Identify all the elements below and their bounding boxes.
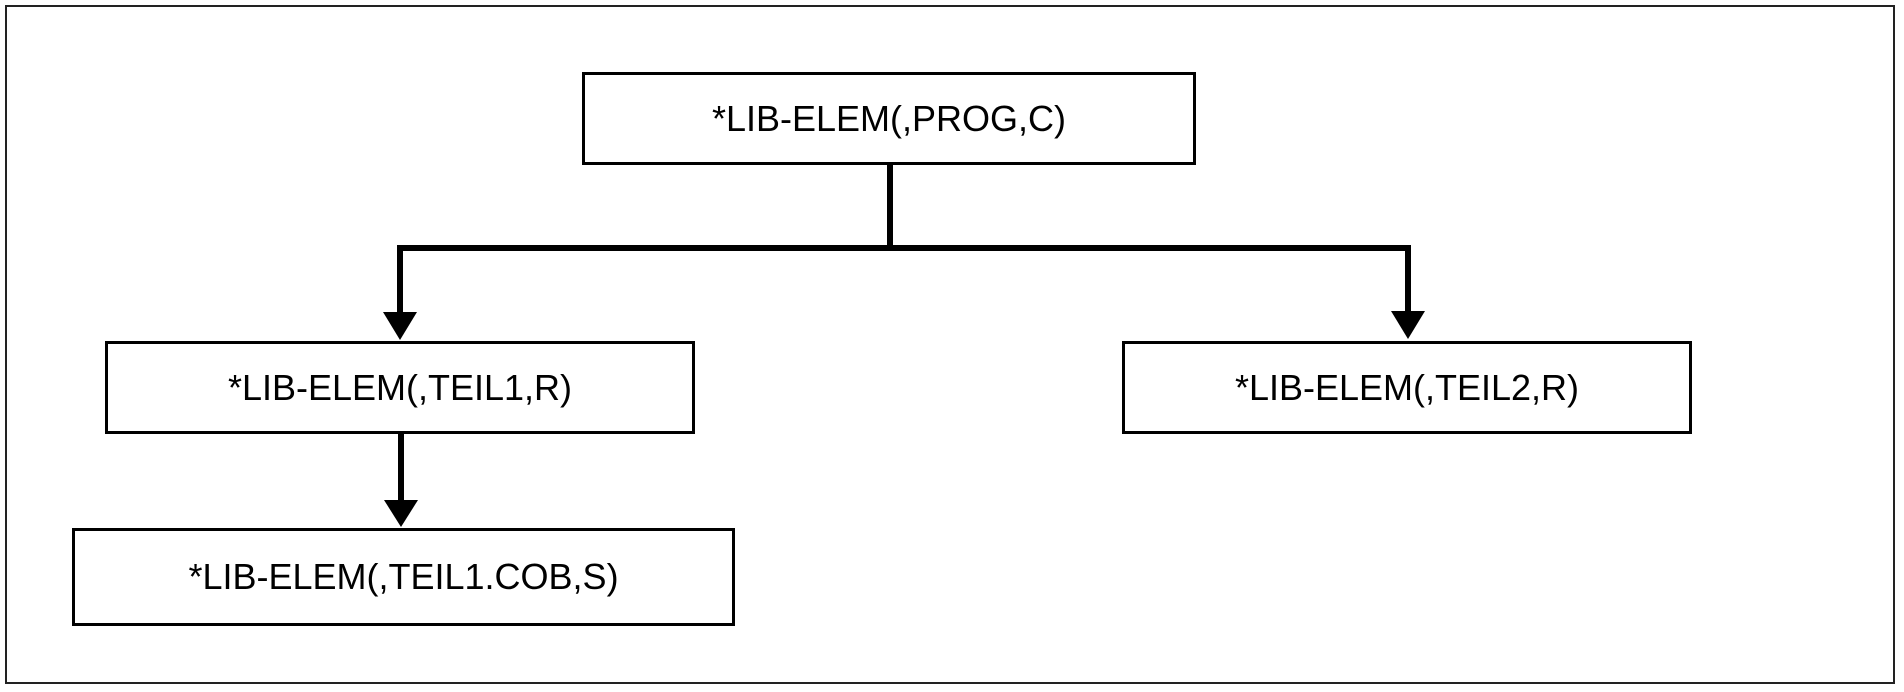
right-branch-arrowhead <box>1391 311 1425 339</box>
child-link-arrowhead <box>384 500 418 527</box>
node-lib-elem-teil2: *LIB-ELEM(,TEIL2,R) <box>1122 341 1692 434</box>
node-lib-elem-teil1: *LIB-ELEM(,TEIL1,R) <box>105 341 695 434</box>
node-lib-elem-teil1-cob: *LIB-ELEM(,TEIL1.COB,S) <box>72 528 735 626</box>
node-lib-elem-prog: *LIB-ELEM(,PROG,C) <box>582 72 1196 165</box>
left-branch-arrowhead <box>383 312 417 340</box>
